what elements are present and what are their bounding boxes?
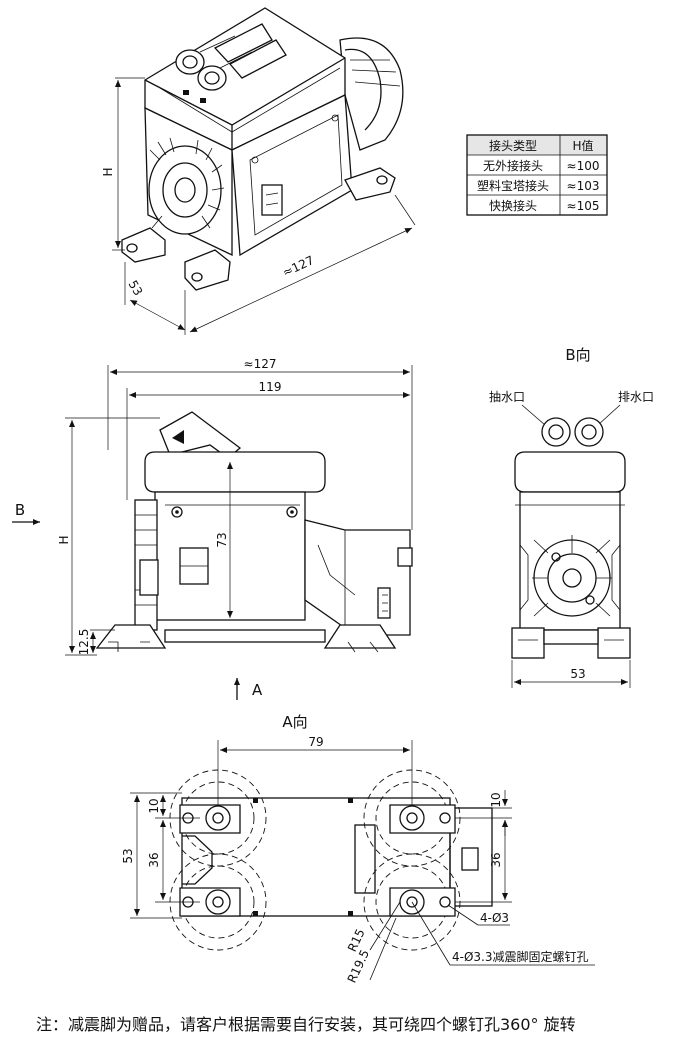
a-r19-5: R19.5 <box>345 947 373 985</box>
arrow-a-label: A <box>252 681 263 699</box>
front-dim-base: 12.5 <box>77 629 91 656</box>
front-dim-73: 73 <box>215 532 229 547</box>
a-dim-10-left: 10 <box>147 798 161 813</box>
outlet-label: 排水口 <box>618 390 654 404</box>
table-header-h: H值 <box>572 138 593 153</box>
iso-fittings <box>175 23 287 103</box>
connector-table: 接头类型 H值 无外接接头 ≈100 塑料宝塔接头 ≈103 快换接头 ≈105 <box>466 134 608 216</box>
iso-dim-depth: 53 <box>126 278 146 298</box>
table-row-3-type: 快换接头 <box>489 198 537 213</box>
arrow-b-label: B <box>15 501 25 519</box>
iso-dim-height: H <box>101 167 115 176</box>
a-hole-label: 4-Ø3 <box>480 911 509 925</box>
front-dim-total: ≈127 <box>244 357 277 371</box>
iso-fin-end <box>148 137 225 235</box>
b-view: B向 抽水口 排水口 53 <box>489 346 654 688</box>
a-screw-label: 4-Ø3.3减震脚固定螺钉孔 <box>452 949 589 964</box>
front-view: ≈127 119 H 73 12.5 B A <box>12 357 413 700</box>
a-dim-53: 53 <box>121 848 135 863</box>
table-row-2-h: ≈103 <box>567 179 600 193</box>
a-view: A向 <box>121 713 595 985</box>
isometric-view: H 53 ≈127 <box>101 7 416 335</box>
table-row-1-type: 无外接接头 <box>483 158 543 173</box>
a-dim-36-left: 36 <box>147 852 161 867</box>
front-dim-body: 119 <box>259 380 282 394</box>
a-dim-36-right: 36 <box>489 852 503 867</box>
table-row-1-h: ≈100 <box>567 159 600 173</box>
table-row-2-type: 塑料宝塔接头 <box>477 178 549 193</box>
b-view-title: B向 <box>565 346 590 364</box>
a-view-title: A向 <box>282 713 307 731</box>
front-dim-height: H <box>57 535 71 544</box>
iso-motor <box>339 37 404 151</box>
table-header-type: 接头类型 <box>489 138 537 153</box>
b-dim-width: 53 <box>570 667 585 681</box>
table-row-3-h: ≈105 <box>567 199 600 213</box>
inlet-label: 抽水口 <box>489 390 525 404</box>
a-dim-10-right: 10 <box>489 792 503 807</box>
a-dim-79: 79 <box>308 735 323 749</box>
footnote: 注：减震脚为赠品，请客户根据需要自行安装，其可绕四个螺钉孔360° 旋转 <box>36 1015 576 1034</box>
